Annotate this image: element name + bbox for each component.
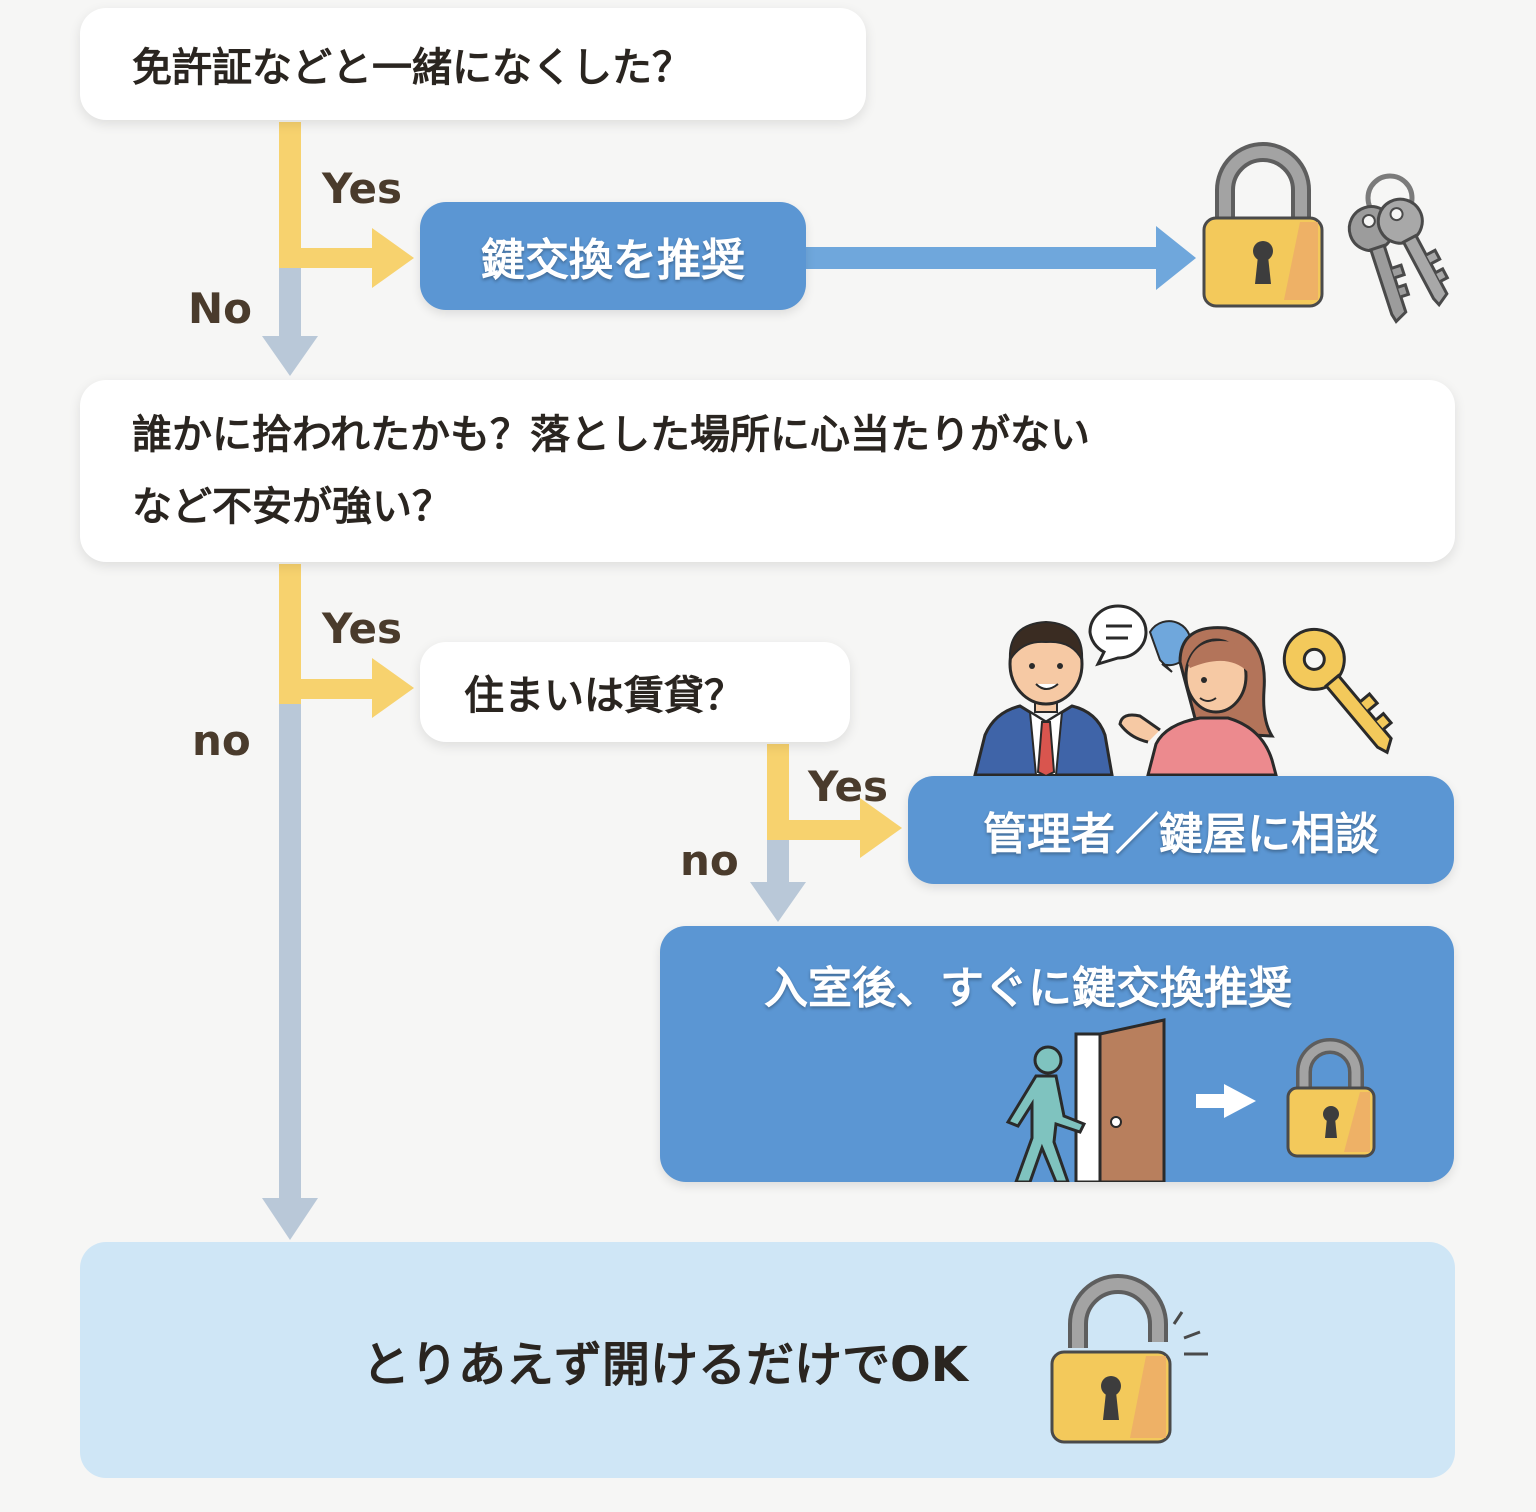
result-box: とりあえず開けるだけでOK xyxy=(80,1242,1455,1478)
person-entering-door-icon xyxy=(1005,1045,1087,1182)
no-arrow-1-shaft xyxy=(279,262,301,338)
question-box-3: 住まいは賃貸？ xyxy=(420,642,850,742)
yes-arrow-2-stem xyxy=(279,564,301,704)
door-icon xyxy=(1074,1018,1166,1182)
question-1-text: 免許証などと一緒になくした？ xyxy=(132,45,692,91)
action1-arrow-shaft xyxy=(806,247,1164,269)
no-label-3: no xyxy=(680,836,739,885)
yes-arrow-3-shaft xyxy=(767,820,867,840)
arrow-right-icon xyxy=(1196,1084,1256,1118)
result-illustration xyxy=(1050,1274,1208,1444)
action-1-text: 鍵交換を推奨 xyxy=(481,235,745,286)
action-3-text: 入室後、すぐに鍵交換推奨 xyxy=(764,963,1292,1014)
yes-arrow-1-head xyxy=(372,228,414,288)
no-arrow-2-head xyxy=(262,1198,318,1240)
yes-arrow-2-head xyxy=(372,658,414,718)
no-arrow-3-shaft xyxy=(767,836,789,886)
action-box-consult: 管理者／鍵屋に相談 xyxy=(908,776,1454,884)
yes-label-2: Yes xyxy=(322,604,403,653)
question-2-line-1: 誰かに拾われたかも？落とした場所に心当たりがない xyxy=(132,412,1090,458)
yes-arrow-3-stem xyxy=(767,744,789,840)
man-figure xyxy=(973,620,1114,778)
question-3-text: 住まいは賃貸？ xyxy=(464,673,744,719)
connectors xyxy=(262,122,1196,1240)
result-text: とりあえず開けるだけでOK xyxy=(362,1337,969,1393)
gold-key-icon xyxy=(1282,627,1394,755)
yes-label-3: Yes xyxy=(808,762,889,811)
question-box-1: 免許証などと一緒になくした？ xyxy=(80,8,866,120)
action1-arrow-head xyxy=(1156,226,1196,290)
no-label-1: No xyxy=(188,284,253,333)
consultation-illustration xyxy=(973,604,1278,778)
yes-label-1: Yes xyxy=(322,164,403,213)
action-2-text: 管理者／鍵屋に相談 xyxy=(983,809,1379,860)
entry-illustration xyxy=(1005,1018,1376,1182)
woman-figure xyxy=(1118,626,1278,777)
yes-arrow-2-shaft xyxy=(279,679,379,699)
no-label-2: no xyxy=(192,716,251,765)
padlock-small-icon xyxy=(1286,1038,1376,1158)
padlock-closed-icon xyxy=(1202,142,1324,308)
no-arrow-3-head xyxy=(750,882,806,922)
no-arrow-2-shaft xyxy=(279,700,301,1204)
action-box-exchange-after-entry: 入室後、すぐに鍵交換推奨 xyxy=(660,926,1454,1182)
yes-arrow-3-head xyxy=(860,798,902,858)
padlock-open-icon xyxy=(1050,1274,1208,1444)
action-box-key-exchange: 鍵交換を推奨 xyxy=(420,202,806,310)
keys-icon xyxy=(1347,173,1450,324)
question-box-2: 誰かに拾われたかも？落とした場所に心当たりがない など不安が強い？ xyxy=(80,380,1455,562)
yes-arrow-1-stem xyxy=(279,122,301,268)
yes-arrow-1-shaft xyxy=(279,248,379,268)
speech-bubbles xyxy=(1088,604,1192,673)
no-arrow-1-head xyxy=(262,336,318,376)
question-2-line-2: など不安が強い？ xyxy=(132,484,452,530)
